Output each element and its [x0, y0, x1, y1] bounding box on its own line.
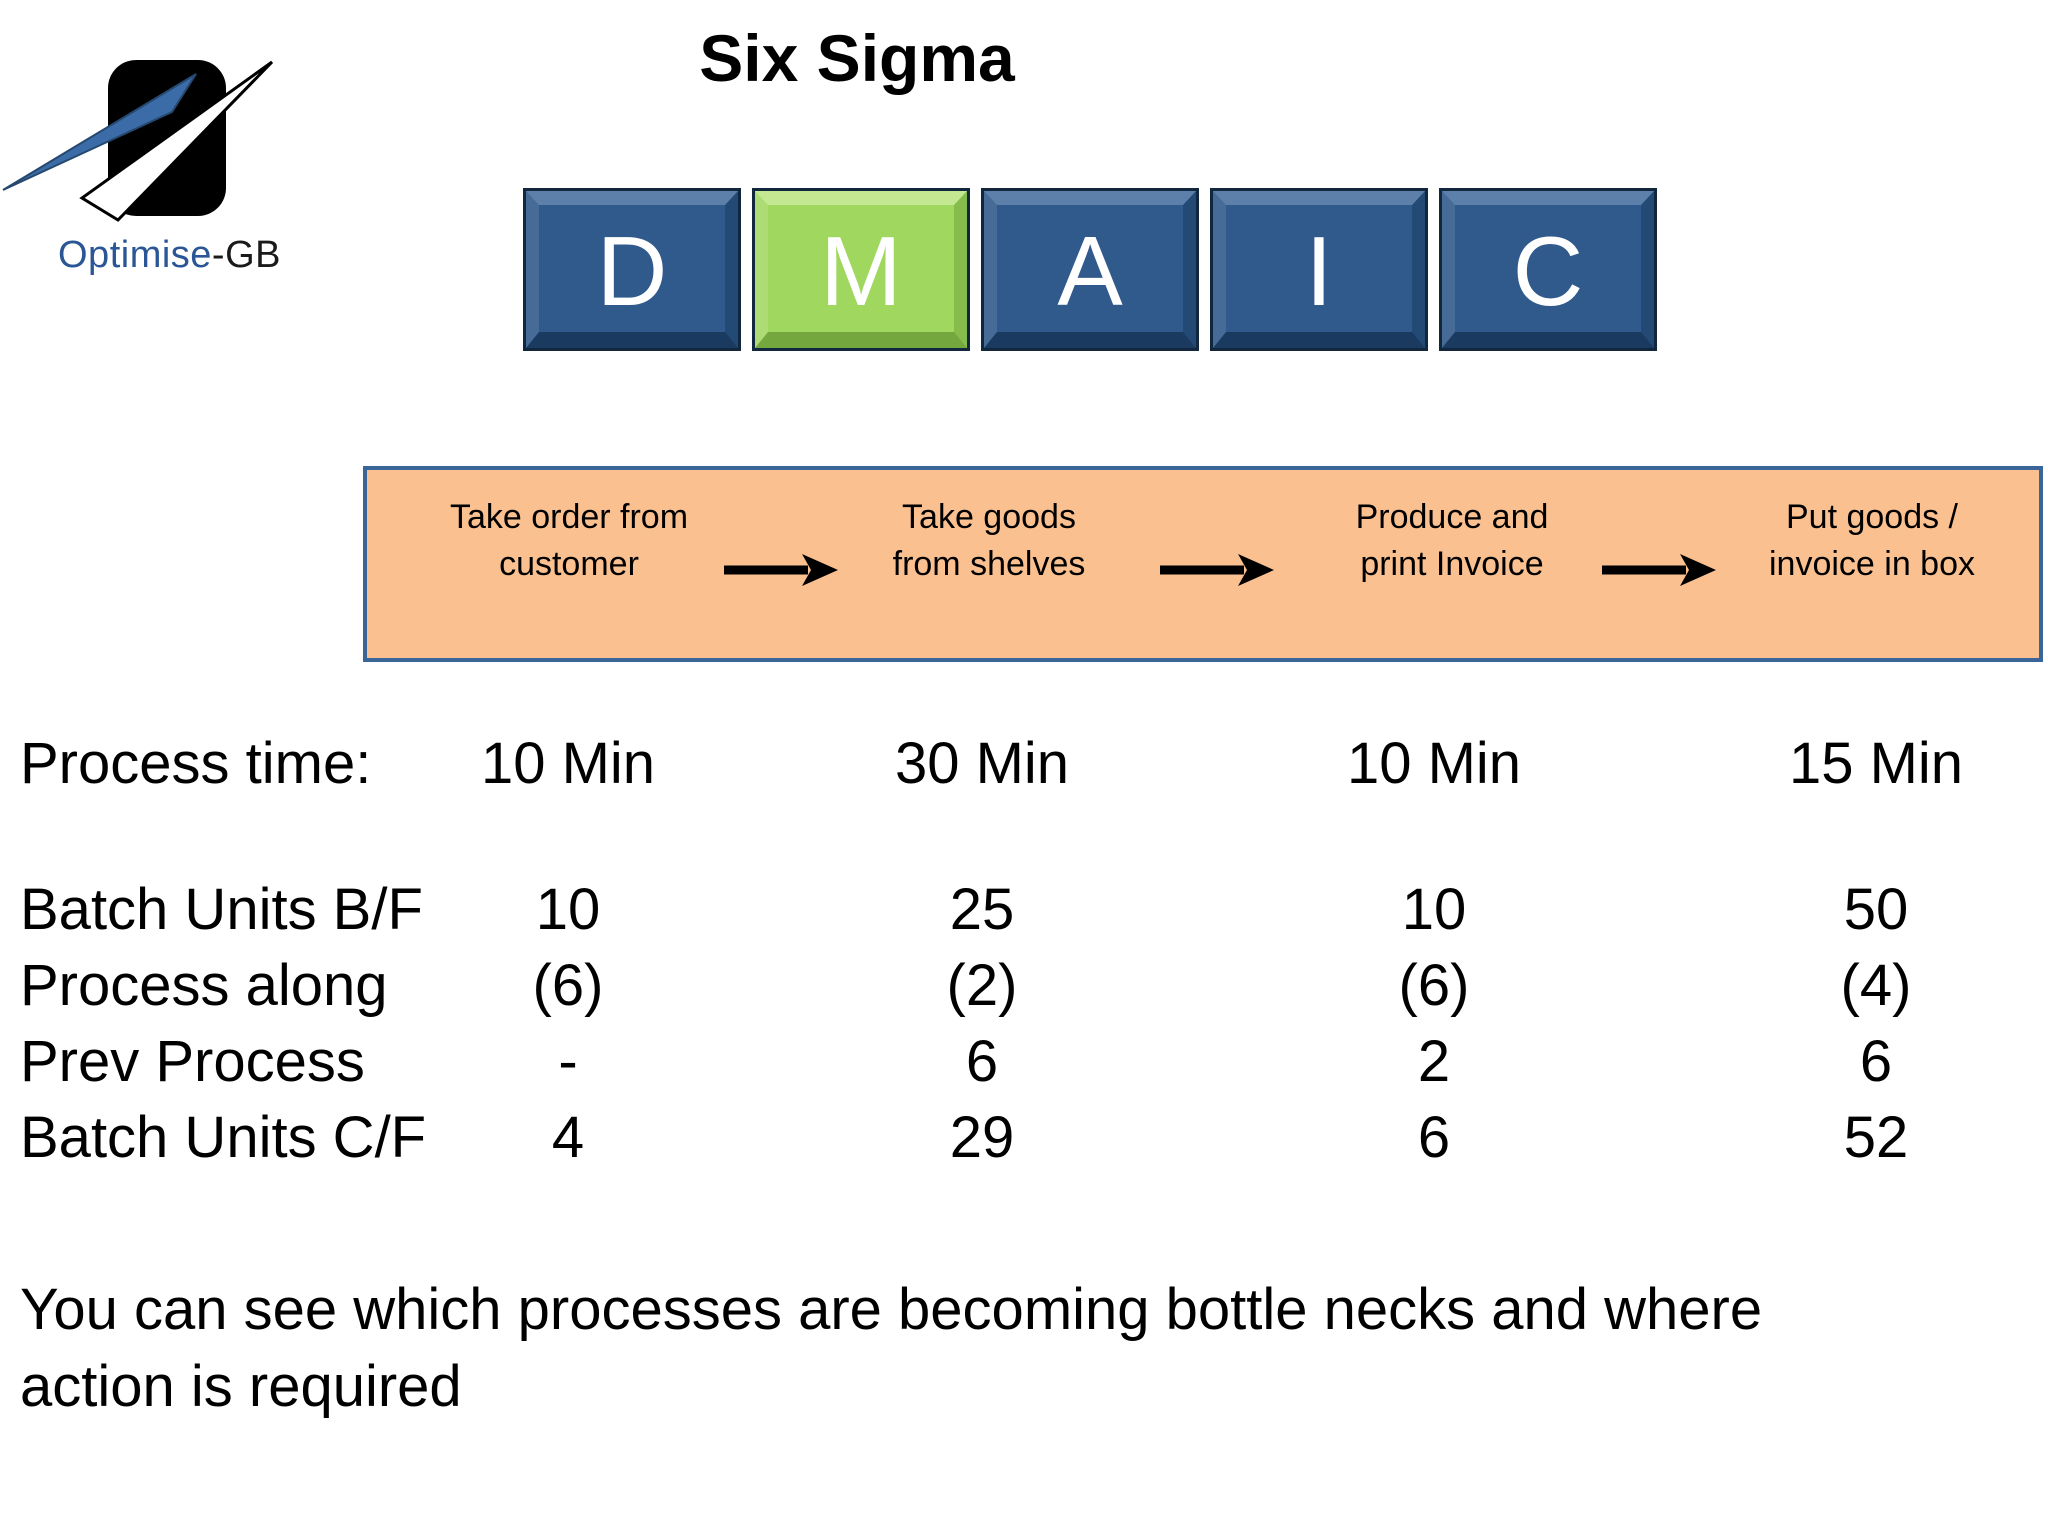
dmaic-letter-a: A	[1057, 215, 1123, 326]
row-label: Batch Units C/F	[20, 1105, 427, 1170]
cell-value: 10	[1401, 877, 1467, 942]
flow-step-line: Put goods /	[1785, 498, 1958, 536]
cell-value: 52	[1843, 1105, 1909, 1170]
flow-step-take-order: Take order from customer	[409, 494, 729, 588]
dmaic-letter-c: C	[1512, 215, 1584, 326]
dmaic-box-define: D	[523, 188, 741, 351]
dmaic-box-analyse: A	[981, 188, 1199, 351]
arrow-right-icon	[724, 554, 838, 586]
flow-step-line: invoice in box	[1768, 544, 1975, 583]
process-time-value: 10 Min	[1346, 731, 1522, 796]
dmaic-box-face: C	[1442, 191, 1654, 348]
flow-step-line: Take order from	[449, 498, 689, 536]
dmaic-box-measure-active: M	[752, 188, 970, 351]
row-label: Batch Units B/F	[20, 877, 423, 942]
cell-value: 10	[535, 877, 601, 942]
dmaic-letter-d: D	[596, 215, 668, 326]
cell-value: 6	[1859, 1029, 1893, 1094]
flow-step-line: customer	[499, 544, 639, 583]
table-row-process-along: Process along (6) (2) (6) (4)	[0, 952, 2048, 1022]
process-time-value: 10 Min	[480, 731, 656, 796]
cell-value: (4)	[1840, 953, 1912, 1018]
cell-value: (6)	[1398, 953, 1470, 1018]
dmaic-letter-i: I	[1305, 215, 1333, 326]
brand-optimise: Optimise	[58, 234, 212, 276]
dmaic-box-control: C	[1439, 188, 1657, 351]
brand-text: Optimise-GB	[58, 234, 281, 277]
note-line-2: action is required	[20, 1353, 462, 1419]
table-row-batch-units-bf: Batch Units B/F 10 25 10 50	[0, 876, 2048, 946]
arrow-right-icon	[1602, 554, 1716, 586]
dmaic-box-face: M	[755, 191, 967, 348]
flow-step-line: Take goods	[902, 498, 1076, 536]
optimise-gb-logo-icon	[2, 60, 274, 222]
arrow-right-icon	[1160, 554, 1274, 586]
cell-value: 50	[1843, 877, 1909, 942]
bottleneck-note: You can see which processes are becoming…	[20, 1272, 1920, 1425]
flow-step-produce-invoice: Produce and print Invoice	[1292, 494, 1612, 588]
cell-value: 29	[949, 1105, 1015, 1170]
cell-value: (2)	[946, 953, 1018, 1018]
page-title: Six Sigma	[699, 21, 1015, 95]
flow-step-line: from shelves	[892, 544, 1086, 583]
dmaic-box-improve: I	[1210, 188, 1428, 351]
row-label: Process along	[20, 953, 388, 1018]
cell-value: 2	[1417, 1029, 1451, 1094]
cell-value: 25	[949, 877, 1015, 942]
table-row-batch-units-cf: Batch Units C/F 4 29 6 52	[0, 1104, 2048, 1174]
flow-step-line: Produce and	[1355, 498, 1549, 536]
note-line-1: You can see which processes are becoming…	[20, 1277, 1763, 1342]
process-time-value: 30 Min	[894, 731, 1070, 796]
cell-value: 6	[965, 1029, 999, 1094]
process-flow-box: Take order from customer Take goods from…	[363, 466, 2043, 662]
dmaic-letter-m: M	[820, 215, 902, 326]
flow-step-put-goods: Put goods / invoice in box	[1712, 494, 2032, 588]
process-time-row: Process time: 10 Min 30 Min 10 Min 15 Mi…	[0, 730, 2048, 800]
process-time-value: 15 Min	[1788, 731, 1964, 796]
flow-step-line: print Invoice	[1360, 544, 1544, 583]
cell-value: 4	[551, 1105, 585, 1170]
cell-value: 6	[1417, 1105, 1451, 1170]
cell-value: (6)	[532, 953, 604, 1018]
dmaic-box-face: I	[1213, 191, 1425, 348]
dmaic-box-face: D	[526, 191, 738, 348]
cell-value: -	[558, 1029, 578, 1094]
flow-step-take-goods: Take goods from shelves	[829, 494, 1149, 588]
table-row-prev-process: Prev Process - 6 2 6	[0, 1028, 2048, 1098]
row-label: Process time:	[20, 731, 372, 796]
dmaic-box-face: A	[984, 191, 1196, 348]
brand-gb: -GB	[211, 234, 281, 276]
row-label: Prev Process	[20, 1029, 365, 1094]
